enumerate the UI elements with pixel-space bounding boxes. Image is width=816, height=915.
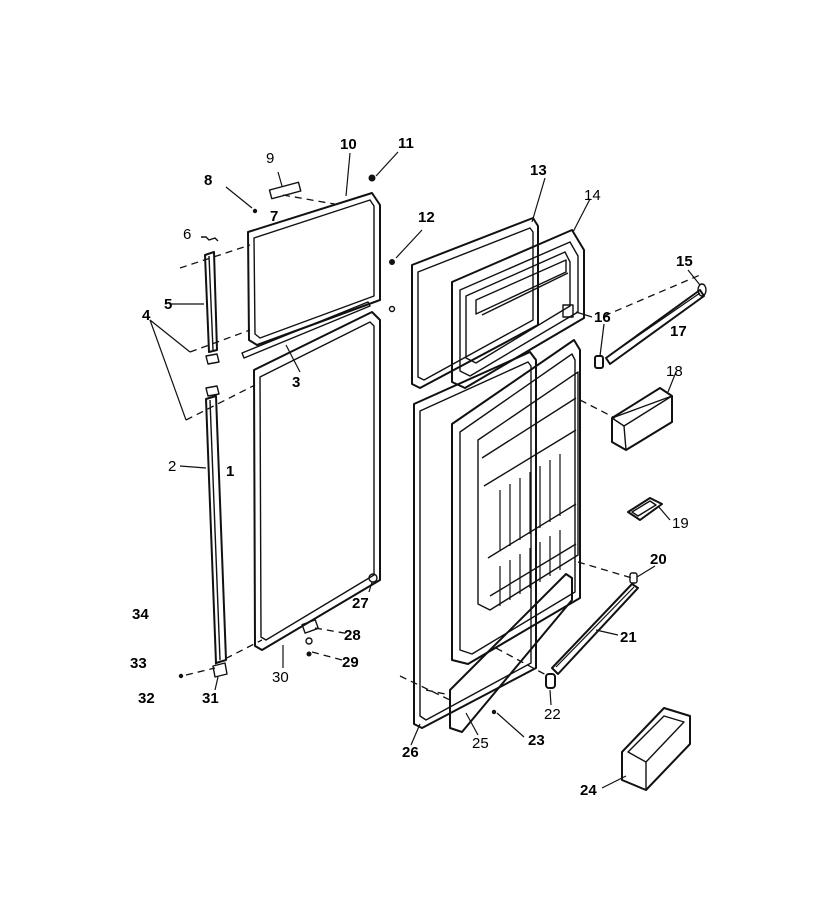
screw: [491, 709, 497, 715]
label-12: 12: [418, 209, 435, 226]
label-17: 17: [670, 323, 687, 340]
label-32: 32: [138, 690, 155, 707]
alignment-lines-left: [179, 194, 351, 676]
leader-lines: [149, 151, 701, 789]
label-16: 16: [594, 309, 611, 326]
label-7: 7: [270, 208, 278, 225]
label-31: 31: [202, 690, 219, 707]
label-28: 28: [344, 627, 361, 644]
clip-lower: [545, 673, 556, 689]
label-24: 24: [580, 782, 597, 799]
lower-handle: [205, 385, 228, 678]
label-34: 34: [132, 606, 149, 623]
label-22: 22: [544, 706, 561, 723]
butter-compartment: [611, 387, 673, 451]
label-6: 6: [183, 226, 191, 243]
label-29: 29: [342, 654, 359, 671]
label-9: 9: [266, 150, 274, 167]
label-4: 4: [142, 307, 151, 324]
fresh-food-liner-gasket: [413, 351, 537, 729]
freezer-door-liner: [451, 229, 585, 389]
alignment-lines-right: [399, 274, 701, 701]
label-19: 19: [672, 515, 689, 532]
label-3: 3: [292, 374, 300, 391]
clip-upper: [594, 355, 604, 369]
label-27: 27: [352, 595, 369, 612]
upper-handle: [204, 251, 220, 365]
label-25: 25: [472, 735, 489, 752]
label-15: 15: [676, 253, 693, 270]
label-26: 26: [402, 744, 419, 761]
label-21: 21: [620, 629, 637, 646]
label-23: 23: [528, 732, 545, 749]
hardware-parts: [178, 174, 396, 679]
label-14: 14: [584, 187, 601, 204]
label-20: 20: [650, 551, 667, 568]
label-8: 8: [204, 172, 212, 189]
fresh-food-door-gasket: [253, 311, 381, 651]
part-number-labels: 9 10 11 8 7 6 12 5 4 3 2 1 34 27 28 29 3…: [130, 135, 693, 799]
fresh-food-door-liner: [449, 339, 581, 733]
label-33: 33: [130, 655, 147, 672]
shelf-rail-upper: [605, 283, 707, 365]
label-2: 2: [168, 458, 176, 475]
label-30: 30: [272, 669, 289, 686]
latch-bracket: [627, 497, 663, 521]
shelf-rail-lower: [551, 572, 639, 675]
label-18: 18: [666, 363, 683, 380]
label-1: 1: [226, 463, 234, 480]
label-10: 10: [340, 136, 357, 153]
label-5: 5: [164, 296, 172, 313]
separator-strip: [241, 301, 371, 359]
freezer-door-gasket: [247, 192, 381, 346]
label-13: 13: [530, 162, 547, 179]
label-11: 11: [398, 135, 414, 152]
door-bin: [621, 707, 691, 791]
